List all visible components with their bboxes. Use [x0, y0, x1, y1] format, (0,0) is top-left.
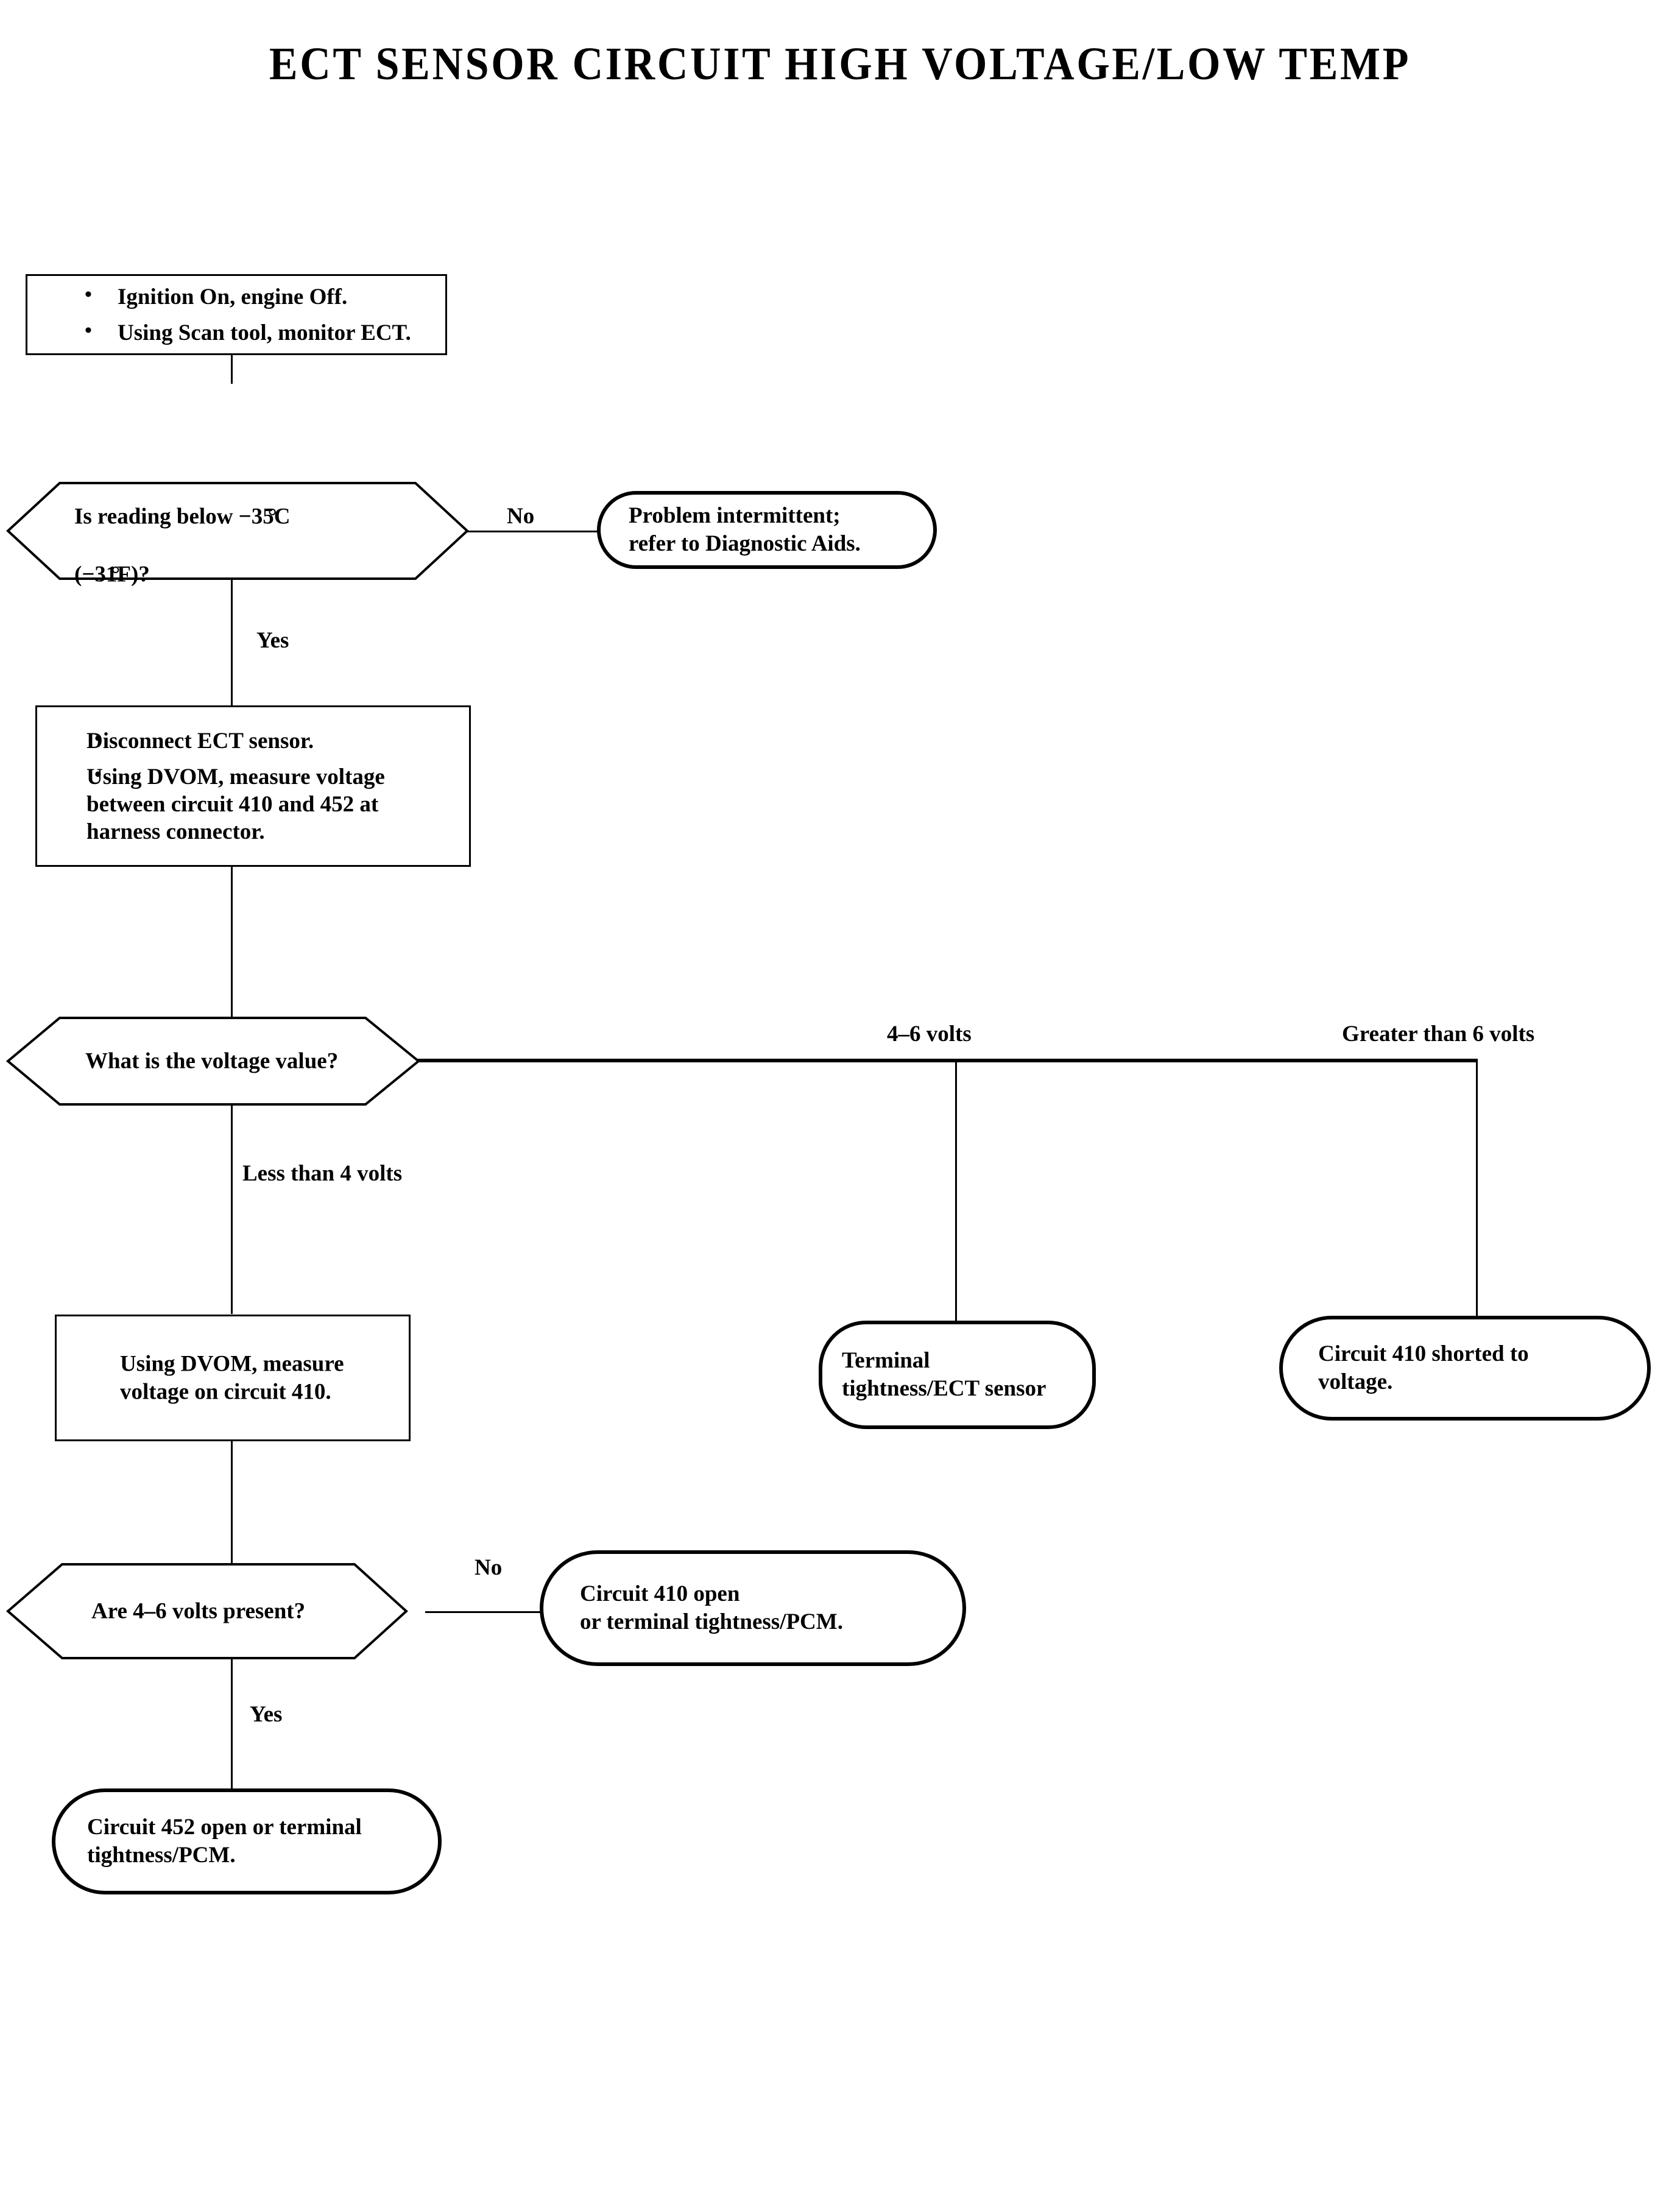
- edge-label-decision2-greater-than-6: Greater than 6 volts: [1342, 1022, 1535, 1047]
- edge-label-decision3-yes: Yes: [250, 1702, 283, 1727]
- decision1-line2-text: (−31: [74, 561, 118, 587]
- node-step3-process: Using DVOM, measure voltage on circuit 4…: [55, 1315, 411, 1441]
- list-item: Disconnect ECT sensor.: [53, 725, 453, 754]
- decision1-line2-unit: F)?: [117, 561, 150, 587]
- node-decision2-voltage-value: What is the voltage value?: [5, 1016, 421, 1106]
- decision2-label: What is the voltage value?: [85, 1048, 339, 1074]
- node-result-circuit-410-open: Circuit 410 open or terminal tightness/P…: [540, 1550, 966, 1666]
- connector-step3-to-decision3: [231, 1441, 233, 1587]
- connector-decision1-to-step2: [231, 557, 233, 707]
- connector-branch-4-6-volts: [955, 1059, 957, 1321]
- node-decision1-reading-below-threshold: Is reading below −35°C (−31°F)?: [6, 481, 469, 587]
- node-step2-process: Disconnect ECT sensor. Using DVOM, measu…: [35, 705, 471, 867]
- result-circuit-452-open-label: Circuit 452 open or terminal tightness/P…: [87, 1814, 362, 1868]
- decision3-label: Are 4–6 volts present?: [91, 1598, 306, 1624]
- edge-label-decision2-4-to-6-volts: 4–6 volts: [887, 1022, 972, 1047]
- decision1-line1-unit: C: [274, 504, 291, 529]
- edge-label-decision2-less-than-4: Less than 4 volts: [242, 1161, 403, 1186]
- connector-decision1-no: [467, 531, 598, 532]
- node-result-problem-intermittent: Problem intermittent; refer to Diagnosti…: [597, 491, 937, 569]
- node-result-circuit-452-open: Circuit 452 open or terminal tightness/P…: [52, 1788, 442, 1894]
- step2-bullet-list: Disconnect ECT sensor. Using DVOM, measu…: [53, 725, 453, 846]
- connector-decision2-branch-trunk: [393, 1059, 1477, 1062]
- edge-label-decision1-yes: Yes: [256, 628, 289, 653]
- step3-label: Using DVOM, measure voltage on circuit 4…: [120, 1351, 344, 1405]
- decision1-label: Is reading below −35°C (−31°F)?: [74, 504, 291, 587]
- decision1-line1-text: Is reading below −35: [74, 504, 274, 529]
- edge-label-decision1-no: No: [507, 504, 535, 529]
- node-result-terminal-tightness: Terminal tightness/ECT sensor: [819, 1321, 1096, 1429]
- result-circuit-410-shorted-label: Circuit 410 shorted to voltage.: [1318, 1341, 1529, 1394]
- list-item: Using DVOM, measure voltage between circ…: [53, 761, 453, 845]
- node-step1-process: Ignition On, engine Off. Using Scan tool…: [26, 274, 447, 355]
- hexagon-shape: [6, 482, 469, 580]
- node-result-circuit-410-shorted: Circuit 410 shorted to voltage.: [1279, 1316, 1651, 1421]
- connector-branch-greater-6-volts: [1476, 1059, 1478, 1316]
- connector-decision2-to-step3: [231, 1087, 233, 1314]
- hexagon-shape: [5, 1563, 408, 1659]
- result-problem-intermittent-label: Problem intermittent; refer to Diagnosti…: [629, 503, 861, 556]
- node-decision3-are-4-6-volts-present: Are 4–6 volts present?: [5, 1562, 408, 1660]
- connector-step2-to-decision2: [231, 865, 233, 1031]
- result-terminal-tightness-label: Terminal tightness/ECT sensor: [842, 1347, 1046, 1401]
- step1-bullet-list: Ignition On, engine Off. Using Scan tool…: [43, 281, 429, 347]
- connector-decision3-to-result: [231, 1639, 233, 1792]
- connector-decision3-no: [425, 1611, 541, 1613]
- list-item: Using Scan tool, monitor ECT.: [43, 317, 429, 347]
- hexagon-shape: [5, 1017, 421, 1106]
- list-item: Ignition On, engine Off.: [43, 281, 429, 310]
- page-title: ECT SENSOR CIRCUIT HIGH VOLTAGE/LOW TEMP: [269, 38, 1411, 90]
- connector-step1-to-decision1: [231, 353, 233, 384]
- edge-label-decision3-no: No: [475, 1555, 503, 1580]
- result-circuit-410-open-label: Circuit 410 open or terminal tightness/P…: [580, 1581, 843, 1634]
